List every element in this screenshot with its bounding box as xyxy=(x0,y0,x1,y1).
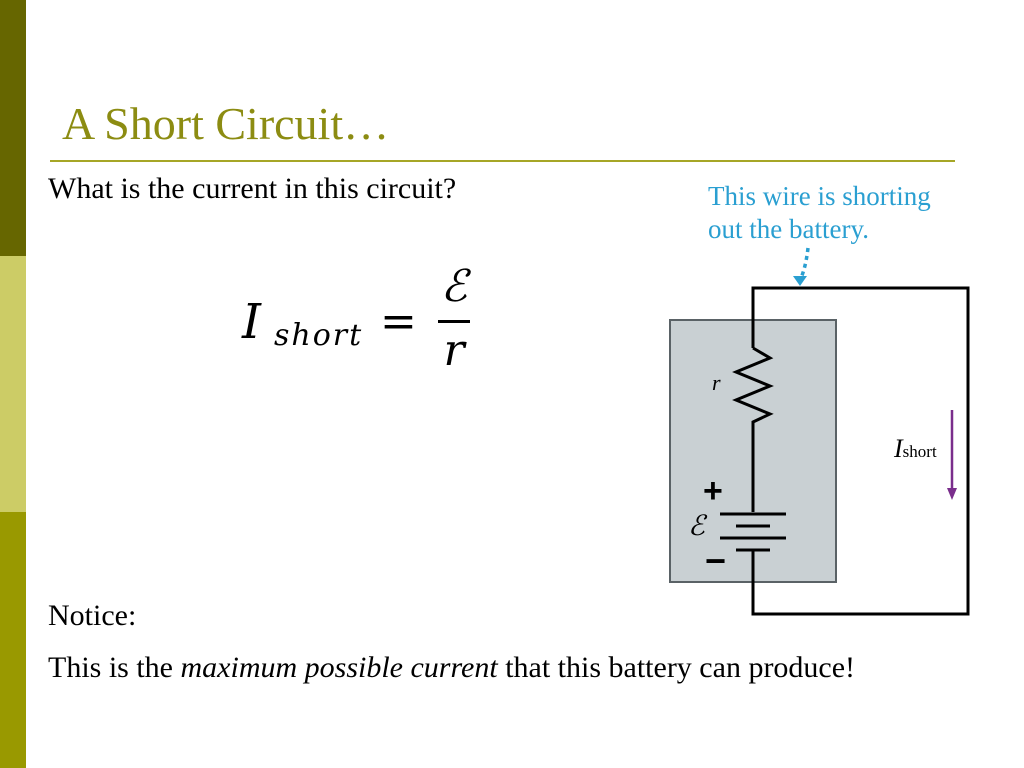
sidebar-segment-top xyxy=(0,0,26,256)
question-text: What is the current in this circuit? xyxy=(48,172,457,205)
circuit-drawing xyxy=(669,247,970,616)
emf-label: ℰ xyxy=(688,511,705,542)
diagram-annotation: This wire is shorting out the battery. xyxy=(708,180,931,246)
equation-current-symbol: I xyxy=(242,294,261,350)
positive-terminal-label: + xyxy=(703,472,723,510)
current-label-subscript: short xyxy=(902,442,937,461)
annotation-line-2: out the battery. xyxy=(708,214,869,244)
sidebar-segment-middle xyxy=(0,256,26,512)
current-label-symbol: I xyxy=(894,434,903,463)
statement-emphasis: maximum possible current xyxy=(180,651,498,684)
dotted-pointer-arrow xyxy=(799,247,810,279)
statement-lead: This is the xyxy=(48,651,181,684)
current-label: Ishort xyxy=(894,435,937,466)
annotation-line-1: This wire is shorting xyxy=(708,181,931,211)
shorting-wire xyxy=(751,286,970,616)
sidebar-segment-bottom xyxy=(0,512,26,768)
equation-current-subscript: short xyxy=(274,318,364,353)
equation-fraction-bar xyxy=(438,320,470,323)
internal-resistor xyxy=(732,346,774,498)
equation-denominator-resistance: r xyxy=(443,325,465,376)
equation-numerator-emf: ℰ xyxy=(440,261,468,312)
notice-label: Notice: xyxy=(48,599,137,632)
short-circuit-equation: I short = ℰ r xyxy=(240,262,500,382)
short-circuit-diagram: This wire is shorting out the battery. xyxy=(660,178,980,620)
slide-title: A Short Circuit… xyxy=(62,98,390,149)
current-arrowhead-icon xyxy=(947,488,957,500)
statement-tail: that this battery can produce! xyxy=(497,651,856,684)
conclusion-statement: This is the maximum possible current tha… xyxy=(48,650,948,686)
pointer-arrowhead-icon xyxy=(793,276,807,286)
negative-terminal-label: − xyxy=(705,540,727,581)
title-underline xyxy=(50,160,955,162)
resistor-label: r xyxy=(712,370,721,395)
sidebar-accent-bar xyxy=(0,0,26,768)
equation-equals-sign: = xyxy=(380,296,417,347)
